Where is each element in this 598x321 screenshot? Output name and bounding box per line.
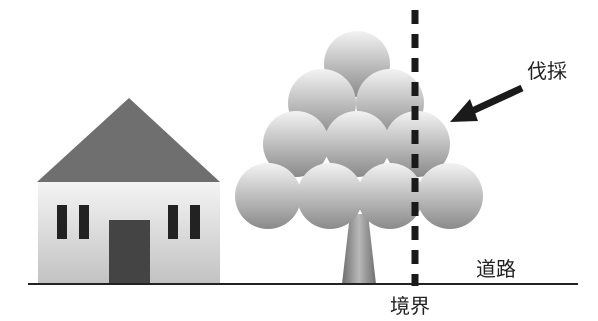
tree-canopy (235, 31, 483, 229)
canopy-ball (417, 163, 483, 229)
canopy-ball (324, 111, 390, 177)
felling-arrow (450, 84, 524, 122)
house-door (109, 220, 150, 284)
house-window-right-1 (168, 205, 178, 239)
house-window-left-2 (79, 205, 89, 239)
tree (235, 31, 483, 284)
tree-trunk (342, 214, 376, 284)
house (37, 98, 220, 284)
arrow-shaft (468, 84, 524, 116)
house-window-right-2 (190, 205, 200, 239)
canopy-ball (235, 163, 301, 229)
canopy-ball (297, 163, 363, 229)
road-label: 道路 (476, 257, 516, 281)
house-roof (37, 98, 220, 182)
canopy-ball (357, 163, 423, 229)
arrow-head (450, 99, 478, 122)
house-window-left-1 (57, 205, 67, 239)
felling-label: 伐採 (527, 59, 567, 83)
boundary-label: 境界 (390, 294, 430, 318)
canopy-ball (263, 111, 329, 177)
